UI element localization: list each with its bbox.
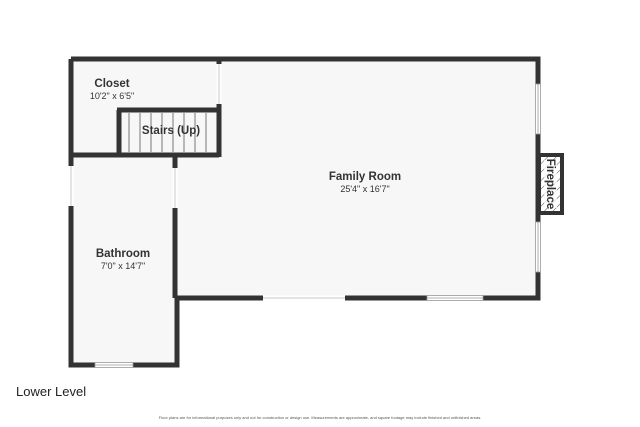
family-room-name: Family Room	[329, 171, 401, 183]
family-room-dimensions: 25'4" x 16'7"	[340, 184, 389, 194]
fireplace: Fireplace	[537, 153, 564, 215]
bathroom-name: Bathroom	[96, 248, 150, 260]
disclaimer-text: Floor plans are for informational purpos…	[158, 415, 482, 420]
stair-treads	[128, 113, 207, 152]
closet-dimensions: 10'2" x 6'5"	[90, 91, 134, 101]
level-label: Lower Level	[16, 384, 87, 399]
closet-name: Closet	[94, 78, 129, 90]
floor-bathroom	[69, 155, 177, 367]
bathroom-dimensions: 7'0" x 14'7"	[101, 261, 145, 271]
stairs-name: Stairs (Up)	[142, 125, 200, 137]
fireplace-label: Fireplace	[544, 159, 556, 210]
openings	[68, 64, 541, 368]
